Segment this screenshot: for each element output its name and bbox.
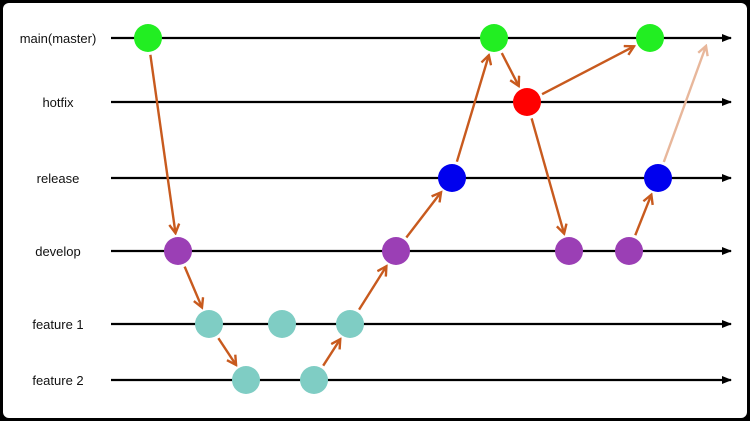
flow-arrow-d2-to-r1 [405,192,441,239]
commit-develop-d1 [164,237,192,265]
commit-main-m2 [480,24,508,52]
commit-release-r2 [644,164,672,192]
commit-develop-d4 [615,237,643,265]
commit-feature1-f1a [195,310,223,338]
flow-arrow-m1-to-d1 [149,54,175,233]
flow-arrow-f1c-to-d2 [358,266,386,311]
commit-main-m3 [636,24,664,52]
flow-arrow-h1-to-m3 [541,46,634,96]
flow-arrow-d4-to-r2 [634,195,651,236]
branch-label-develop: develop [35,244,81,259]
flow-arrow-d1-to-f1a [183,266,202,308]
commit-feature1-f1c [336,310,364,338]
branch-label-feature2: feature 2 [32,373,83,388]
flow-arrow-r1-to-m2 [455,55,489,163]
branch-label-feature1: feature 1 [32,317,83,332]
flow-arrow-f2b-to-f1c [322,339,340,367]
git-flow-diagram: main(master) hotfix release develop feature … [20,24,732,394]
commit-feature2-f2b [300,366,328,394]
flow-arrow-h1-to-d3 [530,118,565,233]
diagram-panel: main(master) hotfix release develop feature … [3,3,747,418]
branch-label-main: main(master) [20,31,97,46]
commit-feature2-f2a [232,366,260,394]
commit-feature1-f1b [268,310,296,338]
flow-arrow-f1a-to-f2a [217,337,236,365]
flow-arrow-r2-to-main_end [662,46,706,163]
branch-label-release: release [37,171,80,186]
commit-hotfix-h1 [513,88,541,116]
commit-develop-d3 [555,237,583,265]
commit-main-m1 [134,24,162,52]
commit-release-r1 [438,164,466,192]
branch-label-hotfix: hotfix [42,95,74,110]
commit-develop-d2 [382,237,410,265]
flow-arrow-m2-to-h1 [500,52,519,86]
